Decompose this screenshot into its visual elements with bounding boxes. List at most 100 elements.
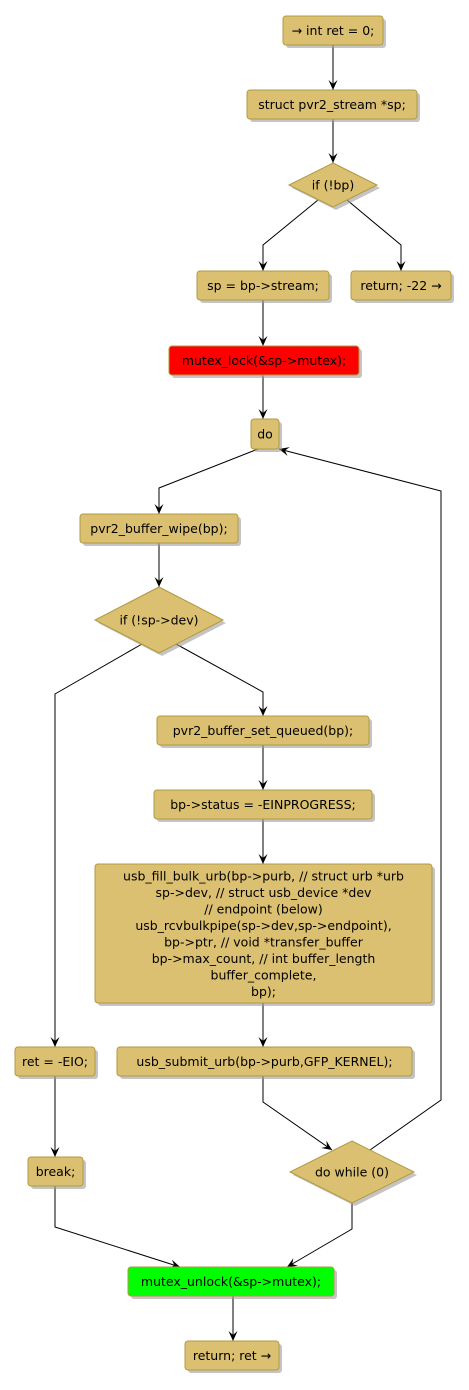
arrowhead [321, 1140, 332, 1150]
node-decl-sp: struct pvr2_stream *sp; [246, 89, 420, 122]
arrowhead [258, 409, 268, 419]
arrowhead [287, 1258, 298, 1267]
edge-line [158, 448, 259, 514]
node-set-queued: pvr2_buffer_set_queued(bp); [156, 715, 372, 748]
edge-if-bp-return [346, 199, 406, 271]
node-fill-urb: usb_fill_bulk_urb(bp->purb, // struct ur… [94, 863, 435, 1006]
node-box [14, 1046, 96, 1077]
node-label: struct pvr2_stream *sp; [258, 97, 406, 112]
node-return-err: return; -22 → [350, 270, 454, 303]
node-mutex-unlock: mutex_unlock(&sp->mutex); [127, 1266, 337, 1299]
edge-lock-do [258, 375, 268, 419]
edge-sp-lock [258, 300, 268, 346]
node-label: ret = -EIO; [22, 1054, 88, 1069]
edge-line [262, 199, 319, 271]
arrowhead [154, 504, 164, 514]
edge-dowhile-unlock [286, 1203, 353, 1268]
edge-line [54, 643, 143, 1047]
node-label: mutex_lock(&sp->mutex); [182, 353, 346, 368]
arrowhead [50, 1147, 60, 1157]
node-box [350, 270, 452, 301]
nodes-layer: → int ret = 0; struct pvr2_stream *sp; if … [14, 15, 454, 1373]
node-label: usb_fill_bulk_urb(bp->purb, // struct ur… [123, 868, 404, 883]
node-box [168, 345, 360, 376]
edge-eio-break [50, 1076, 60, 1157]
node-box [196, 270, 330, 301]
arrowhead [228, 1331, 238, 1341]
arrowhead [258, 336, 268, 346]
arrowhead [258, 706, 268, 716]
edge-line [175, 643, 264, 716]
edge-break-unlock [54, 1186, 181, 1269]
edge-wipe-if-dev [154, 543, 164, 587]
node-if-dev: if (!sp->dev) [93, 586, 226, 656]
node-box [79, 513, 239, 544]
node-buffer-wipe: pvr2_buffer_wipe(bp); [79, 513, 241, 546]
edge-queued-status [258, 745, 268, 790]
node-label: break; [36, 1164, 76, 1179]
edges-layer [50, 45, 442, 1341]
node-label: pvr2_buffer_wipe(bp); [90, 521, 227, 536]
node-set-status: bp->status = -EINPROGRESS; [153, 789, 375, 822]
node-label: bp->max_count, // int buffer_length [152, 951, 376, 966]
edge-do-wipe [154, 448, 259, 514]
node-label: bp); [251, 984, 276, 999]
edge-line [286, 1203, 353, 1268]
edge-status-fill [258, 819, 268, 864]
decision-diamond [287, 162, 379, 208]
arrowhead [50, 1037, 60, 1047]
arrowhead [258, 261, 268, 271]
arrowhead [258, 854, 268, 864]
arrowhead [258, 780, 268, 790]
node-label: mutex_unlock(&sp->mutex); [141, 1274, 321, 1289]
node-label: sp = bp->stream; [207, 278, 319, 293]
node-label: if (!sp->dev) [119, 613, 198, 628]
node-label: sp->dev, // struct usb_device *dev [156, 885, 373, 900]
edge-line [262, 1076, 333, 1151]
node-label: do [257, 427, 273, 442]
node-sp-assign: sp = bp->stream; [196, 270, 332, 303]
node-do-while: do while (0) [288, 1140, 417, 1206]
arrowhead [396, 261, 406, 271]
node-label: bp->status = -EINPROGRESS; [170, 797, 356, 812]
node-box [282, 15, 384, 46]
node-label: buffer_complete, [211, 967, 317, 982]
node-box [94, 863, 433, 1004]
node-box [156, 715, 370, 746]
edge-fill-submit [258, 1003, 268, 1047]
node-label: usb_rcvbulkpipe(sp->dev,sp->endpoint), [135, 918, 391, 933]
node-box [116, 1046, 413, 1077]
decision-diamond [288, 1140, 416, 1204]
node-do-loop: do [250, 418, 282, 452]
node-box [184, 1340, 280, 1371]
node-label: bp->ptr, // void *transfer_buffer [164, 934, 364, 949]
edge-line [346, 199, 402, 271]
node-return-ret: return; ret → [184, 1340, 282, 1373]
decision-diamond [93, 586, 225, 654]
node-box [27, 1156, 84, 1187]
edge-line [54, 1186, 181, 1268]
edge-if-dev-eio [50, 643, 143, 1047]
node-start: → int ret = 0; [282, 15, 386, 48]
node-mutex-lock: mutex_lock(&sp->mutex); [168, 345, 362, 378]
node-label: return; -22 → [360, 278, 441, 293]
node-box [153, 789, 373, 820]
arrowhead [328, 153, 338, 163]
node-submit-urb: usb_submit_urb(bp->purb,GFP_KERNEL); [116, 1046, 415, 1079]
node-label: if (!bp) [312, 178, 354, 193]
arrowhead [258, 1037, 268, 1047]
edge-start-decl [328, 45, 338, 90]
edge-if-bp-sp [258, 199, 319, 271]
node-box [246, 89, 418, 120]
edge-submit-dowhile [262, 1076, 333, 1151]
arrowhead [169, 1259, 180, 1269]
node-label: → int ret = 0; [292, 23, 375, 38]
node-ret-eio: ret = -EIO; [14, 1046, 98, 1079]
node-break-stmt: break; [27, 1156, 86, 1189]
edge-if-dev-queued [175, 643, 268, 716]
node-box [127, 1266, 335, 1297]
node-label: usb_submit_urb(bp->purb,GFP_KERNEL); [136, 1054, 392, 1069]
arrowhead [328, 80, 338, 90]
edge-unlock-return [228, 1296, 238, 1341]
